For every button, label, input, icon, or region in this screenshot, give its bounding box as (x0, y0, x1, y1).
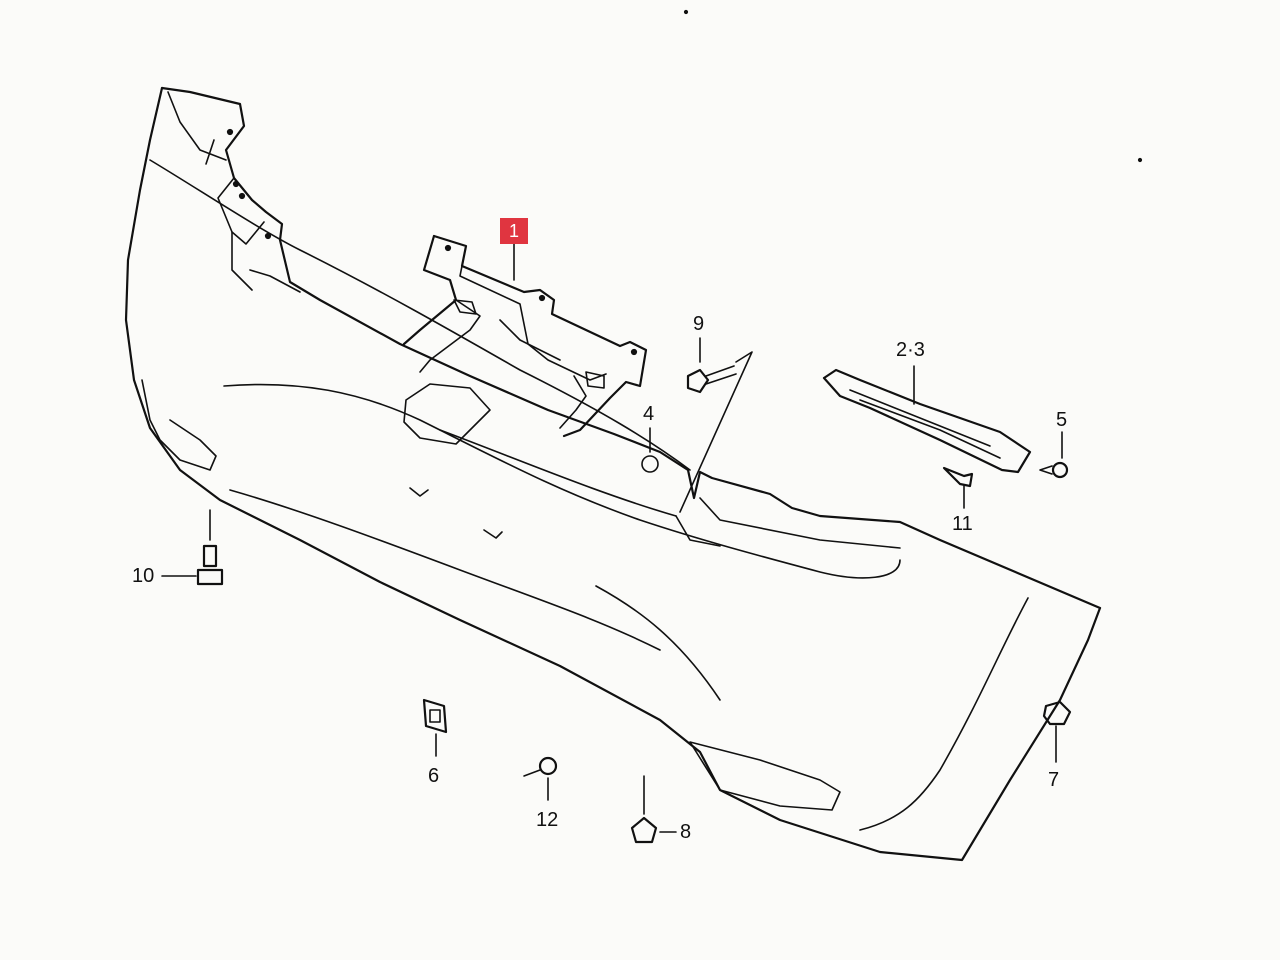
screw-part-5[interactable] (1039, 431, 1069, 479)
callout-part-7[interactable]: 7 (1048, 769, 1060, 791)
callout-part-11[interactable]: 11 (952, 513, 973, 535)
bracket-part-1[interactable] (402, 234, 648, 438)
callout-part-4[interactable]: 4 (643, 403, 655, 425)
spacer-part-2-3[interactable] (822, 365, 1032, 474)
bolt-part-10[interactable] (161, 509, 224, 586)
callout-part-6[interactable]: 6 (428, 765, 440, 787)
callout-part-9[interactable]: 9 (693, 313, 705, 335)
clip-part-6[interactable] (422, 698, 448, 757)
screw-part-11[interactable] (942, 466, 974, 509)
clip-part-8[interactable] (630, 775, 677, 844)
callout-part-10[interactable]: 10 (132, 565, 155, 587)
speck (1137, 157, 1143, 163)
bumper-cover (124, 86, 1102, 862)
callout-part-12[interactable]: 12 (536, 809, 559, 831)
callout-part-1[interactable]: 1 (500, 218, 528, 244)
screw-part-12[interactable] (523, 756, 558, 801)
speck (683, 9, 689, 15)
grommet-part-4[interactable] (641, 427, 659, 473)
clip-part-7[interactable] (1042, 700, 1072, 763)
callout-part-2-3[interactable]: 2·3 (896, 339, 925, 361)
bolt-part-9[interactable] (679, 337, 753, 513)
callout-part-5[interactable]: 5 (1056, 409, 1068, 431)
callout-part-8[interactable]: 8 (680, 821, 692, 843)
